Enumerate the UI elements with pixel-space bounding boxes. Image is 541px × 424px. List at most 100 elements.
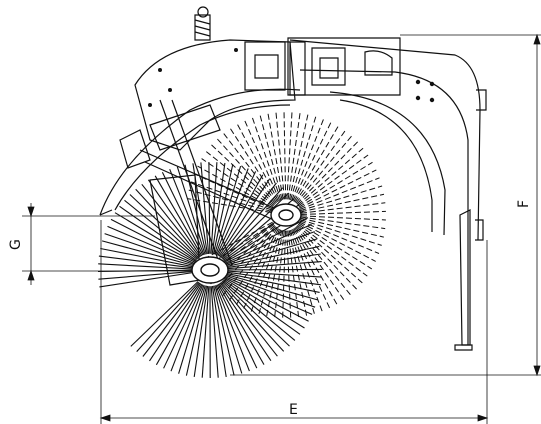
dimension-g-arrow-top — [27, 206, 35, 218]
brush-tine — [135, 188, 200, 259]
brush-tine — [220, 187, 284, 259]
brush-tine — [300, 202, 386, 214]
brush-tine — [300, 210, 386, 215]
brush-tine — [220, 281, 285, 352]
brush-tine — [242, 228, 281, 311]
brush-tine — [224, 223, 312, 264]
brush-tine — [190, 181, 272, 211]
front-hub-center — [200, 263, 220, 277]
frame-bracket — [475, 219, 484, 241]
brush-tine — [225, 273, 318, 301]
brush-tine — [110, 218, 196, 263]
brush-tine — [211, 144, 276, 205]
brush-tine — [169, 168, 205, 256]
frame-plate — [311, 47, 346, 86]
brush-tine — [187, 198, 272, 213]
arm-tip — [99, 209, 113, 216]
frame-column — [289, 41, 306, 96]
brush-tine — [225, 276, 313, 315]
brush-tine — [223, 278, 305, 329]
spring-coils — [194, 19, 211, 37]
brush-tine — [130, 281, 199, 347]
brush-tine — [217, 174, 264, 256]
brush-tine — [210, 286, 219, 378]
brush-tine — [119, 205, 197, 261]
brush-tine — [170, 285, 205, 372]
brush-tine — [104, 233, 195, 266]
brush-tine — [211, 285, 227, 377]
brush-tine — [287, 111, 301, 200]
brush-tine — [155, 283, 203, 366]
brush-tine — [217, 283, 265, 365]
brush-tine — [267, 111, 284, 200]
brush-tine — [205, 151, 275, 206]
brush-tine — [225, 231, 315, 265]
brush-tine — [222, 280, 296, 341]
brush-tine — [288, 112, 309, 200]
brush-tine — [219, 182, 277, 258]
brush-tine — [129, 194, 199, 260]
brush-tine — [298, 154, 369, 207]
brush-tine — [218, 283, 272, 362]
frame-top-beam — [287, 37, 401, 96]
dimension-lines — [22, 33, 541, 424]
frame-gearbox-inner — [254, 54, 279, 79]
brush-tine — [299, 169, 377, 209]
brush-tine — [294, 227, 345, 301]
brush-tine — [300, 216, 386, 230]
dimension-f-arrow-top — [533, 33, 541, 45]
brush-tine — [154, 175, 203, 257]
brush-tine — [226, 253, 321, 269]
frame-arch-top — [289, 39, 481, 241]
frame-gearbox — [244, 41, 286, 91]
frame-plate-right — [364, 50, 393, 76]
brush-tine — [292, 228, 331, 310]
brush-tine — [221, 192, 289, 259]
brush-tine — [282, 230, 286, 320]
brush-tine — [136, 281, 200, 352]
brush-tine — [223, 132, 277, 204]
brush-tine — [225, 238, 318, 266]
brush-tine — [216, 284, 258, 369]
brush-tine — [265, 230, 284, 318]
link-bar-2 — [171, 99, 233, 266]
brush-tine — [124, 199, 198, 260]
bolt — [158, 68, 162, 72]
bolt — [429, 97, 435, 103]
brush-hubs — [191, 203, 302, 284]
brush-tine — [221, 281, 290, 347]
brush-tine — [210, 162, 218, 254]
brush-tine — [296, 225, 358, 290]
rear-hub-center — [278, 209, 294, 221]
brush-tine — [214, 165, 242, 255]
brush-tine — [178, 285, 206, 374]
brush-tine — [298, 222, 373, 270]
machine-frame — [99, 6, 487, 351]
brush-tine — [226, 272, 320, 293]
brush-tine — [98, 270, 194, 280]
brush-tine — [226, 271, 321, 286]
brush-tine — [287, 230, 300, 320]
brush-tine — [251, 116, 282, 201]
brush-tine — [212, 164, 234, 255]
bolt — [234, 48, 238, 52]
brush-tine — [299, 220, 380, 254]
brush-tine — [225, 275, 316, 308]
dimension-g-label: G — [8, 239, 24, 250]
brush-tine — [211, 162, 226, 254]
brush-tine — [275, 110, 285, 200]
link-bar-3 — [139, 149, 291, 216]
frame-arch-curve-inner — [339, 99, 433, 232]
frame-arch-inner — [299, 69, 469, 345]
brush-tine — [208, 161, 211, 254]
spring-cap — [197, 6, 209, 18]
link-bar-4 — [144, 161, 286, 226]
brush-tine — [196, 221, 273, 264]
brush-tine — [99, 271, 194, 288]
dimension-e-arrow-left — [99, 414, 111, 422]
brush-tine — [100, 247, 194, 268]
brush-tine — [299, 177, 380, 210]
frame-hook — [476, 89, 487, 111]
brush-tine — [213, 285, 235, 376]
